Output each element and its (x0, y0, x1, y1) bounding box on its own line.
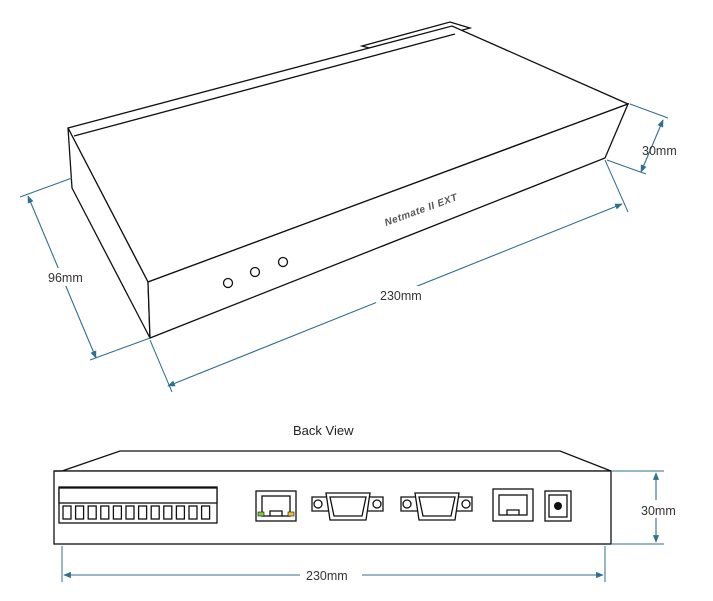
isometric-device: Netmate II EXT (67, 21, 630, 339)
dim-width-label: 230mm (380, 289, 422, 303)
dimension-width-top: 230mm (149, 159, 629, 393)
dimension-width-back: 230mm (61, 546, 606, 583)
terminal-slot (125, 505, 135, 520)
terminal-slot (163, 505, 173, 520)
back-top-face (61, 450, 612, 472)
back-view-title: Back View (293, 423, 354, 438)
rj-port (492, 488, 534, 522)
dimension-depth: 96mm (19, 177, 151, 361)
terminal-slot (74, 505, 85, 520)
terminal-slot (112, 505, 123, 520)
terminal-slot (87, 505, 97, 520)
terminal-slot (175, 505, 186, 520)
terminal-slot (200, 505, 211, 520)
terminal-slot (150, 505, 160, 520)
terminal-slots (62, 505, 211, 520)
back-panel (53, 450, 612, 545)
back-dim-width-label: 230mm (306, 569, 348, 583)
back-dim-height-label: 30mm (641, 504, 676, 518)
top-inner-edge (73, 33, 456, 137)
dim-depth-label: 96mm (48, 271, 83, 285)
ethernet-led-amber (287, 511, 295, 517)
ethernet-led-green (257, 511, 265, 517)
ethernet-port (255, 490, 297, 522)
dimension-height-back: 30mm (611, 470, 676, 545)
terminal-block (58, 486, 218, 524)
terminal-slot (188, 505, 198, 520)
dimension-height-top: 30mm (606, 103, 677, 175)
serial-port-1 (311, 492, 384, 521)
dim-height-label: 30mm (642, 144, 677, 158)
terminal-slot (100, 505, 110, 520)
terminal-slot (137, 505, 148, 520)
terminal-slot (62, 505, 72, 520)
power-jack (544, 490, 572, 522)
serial-port-2 (400, 492, 473, 521)
